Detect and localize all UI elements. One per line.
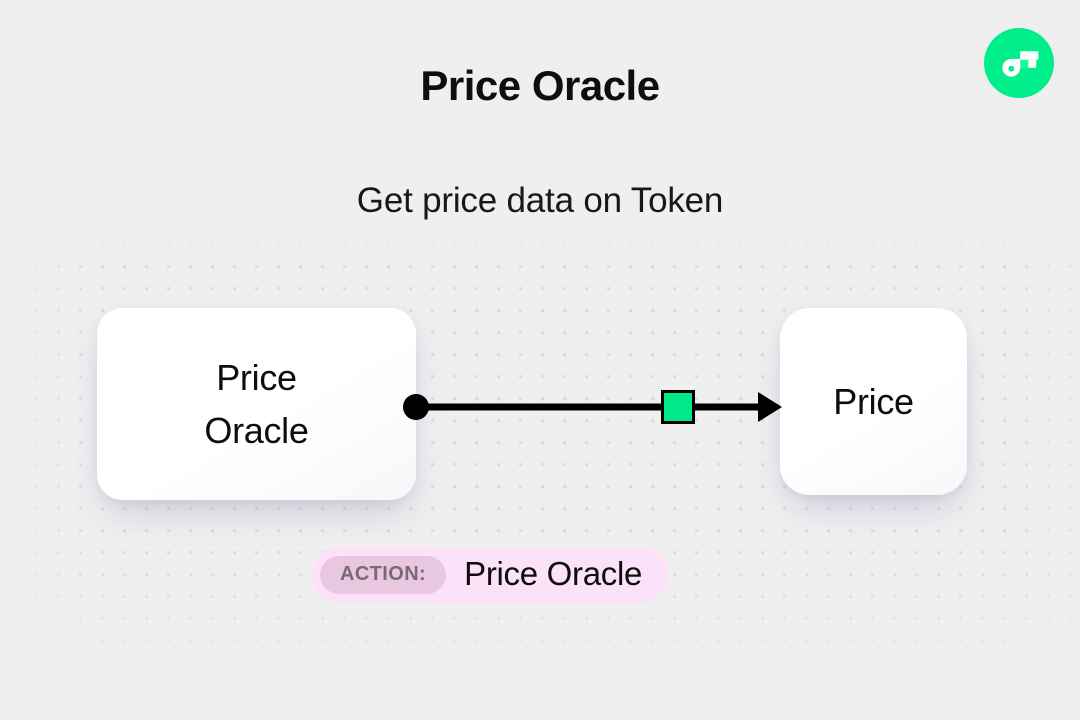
node-price[interactable]: Price — [780, 308, 967, 495]
page-subtitle: Get price data on Token — [356, 181, 724, 220]
page-title: Price Oracle — [420, 62, 660, 109]
action-badge: ACTION: Price Oracle — [312, 547, 669, 603]
action-value: Price Oracle — [464, 555, 643, 592]
edge-arrowhead-icon — [758, 392, 782, 422]
node-price-oracle[interactable]: Price Oracle — [97, 308, 416, 500]
flow-logo-icon — [984, 28, 1054, 98]
edge-chip-icon[interactable] — [661, 390, 695, 424]
node-price-oracle-label: Price Oracle — [204, 356, 309, 451]
action-tag-label: ACTION: — [320, 556, 447, 594]
node-price-label: Price — [833, 380, 914, 422]
